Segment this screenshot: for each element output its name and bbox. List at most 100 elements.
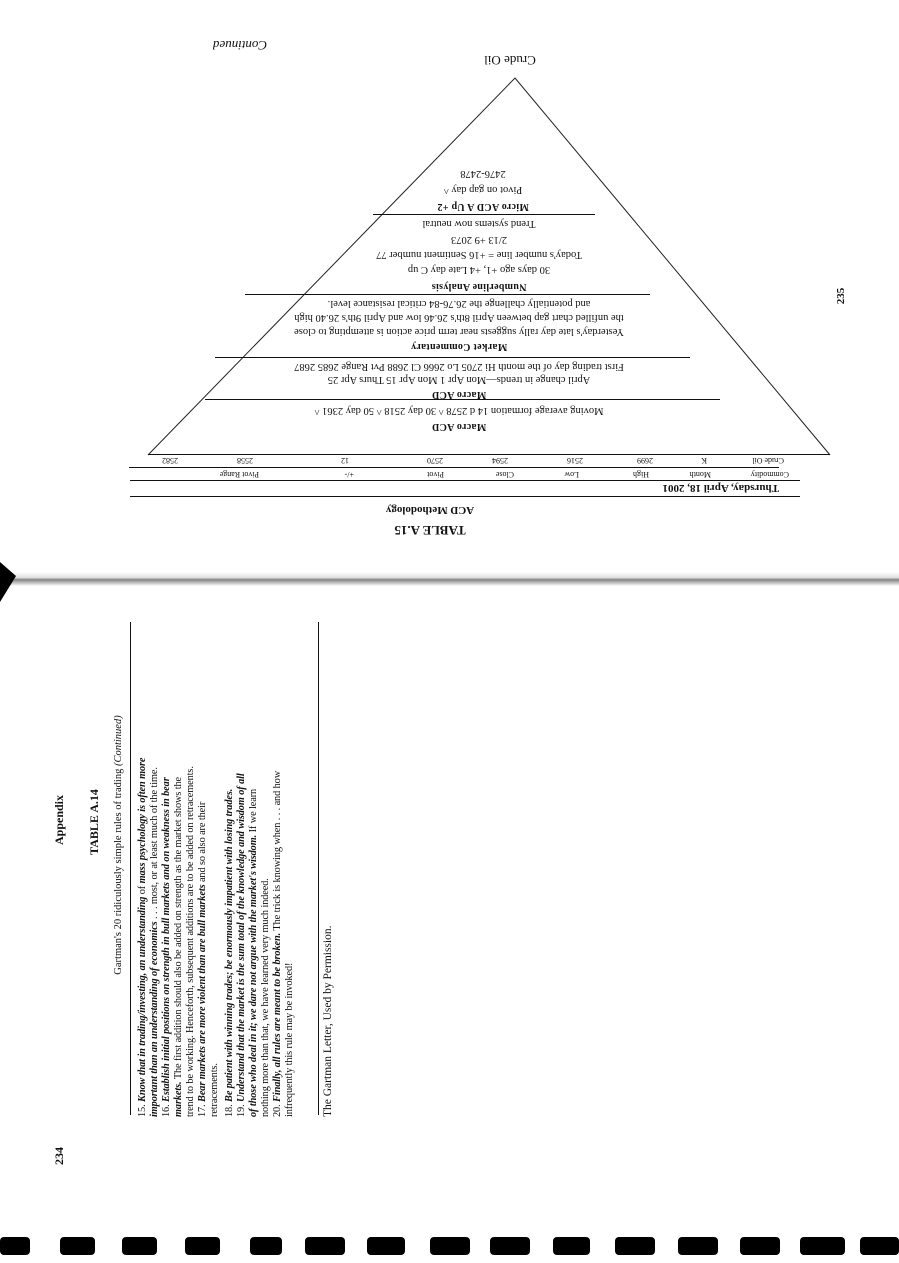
rule-line: retracements. [209, 1063, 220, 1117]
table-date: Thursday, April 18, 2001 [662, 482, 779, 494]
edge-mark [60, 1237, 95, 1255]
rule-line: markets. The first addition should also … [173, 777, 184, 1117]
body-text: 16. [161, 1101, 172, 1117]
edge-mark [615, 1237, 655, 1255]
body-text: nothing more than that, we have learned … [260, 878, 271, 1117]
header-month: Month [689, 470, 711, 479]
section-text: Trend systems now neutral [422, 218, 536, 229]
divider [215, 357, 690, 358]
table-subtitle: ACD Methodology [385, 504, 475, 516]
rule-line: 17. Bear markets are more violent than a… [197, 802, 208, 1117]
source-note: The Gartman Letter, Used by Permission. [322, 925, 334, 1117]
continued-label: Continued [212, 38, 268, 53]
body-text: The first addition should also be added … [173, 776, 184, 1082]
table-title: TABLE A.15 [394, 523, 466, 538]
edge-mark [430, 1237, 470, 1255]
body-text: If we learn [248, 788, 259, 835]
caption-text: Gartman's 20 ridiculously simple rules o… [113, 768, 124, 975]
divider [245, 294, 650, 295]
section-title: Macro ACD [431, 389, 487, 400]
edge-mark [367, 1237, 405, 1255]
emphasis-text: of those who deal in it; we dare not arg… [248, 834, 259, 1117]
divider [130, 496, 800, 497]
header-close: Close [495, 470, 514, 479]
cell: 2582 [162, 456, 178, 465]
body-text: 19. [236, 1101, 247, 1117]
body-text: 17. [197, 1101, 208, 1117]
rule-line: 20. Finally, all rules are meant to be b… [272, 771, 283, 1117]
edge-mark [678, 1237, 718, 1255]
section-title: Numberline Analysis [431, 281, 527, 292]
cell: 2570 [427, 456, 443, 465]
divider [130, 622, 131, 1115]
header-plus-minus: +/- [344, 470, 354, 479]
emphasis-text: mass psychology is often more [137, 757, 148, 884]
section-title: Market Commentary [410, 341, 508, 352]
section-text: Pivot on gap day ^ [443, 184, 523, 195]
body-text: . . . most, or at least much of the time… [149, 767, 160, 922]
header-high: High [633, 470, 649, 479]
edge-mark [800, 1237, 845, 1255]
page-234: 234 Appendix TABLE A.14 Gartman's 20 rid… [0, 593, 899, 1263]
edge-mark [490, 1237, 530, 1255]
emphasis-text: markets. [173, 1081, 184, 1117]
cell: 12 [341, 456, 349, 465]
page-gutter-shadow [0, 572, 899, 586]
body-text: retracements. [209, 1063, 220, 1117]
divider [148, 454, 830, 455]
emphasis-text: important than an understanding of econo… [149, 921, 160, 1117]
emphasis-text: Finally, all rules are meant to be broke… [272, 932, 283, 1102]
cell: 2594 [492, 456, 508, 465]
body-text: and so also are their [197, 801, 208, 885]
emphasis-text: Be patient with winning trades; be enorm… [224, 788, 235, 1102]
section-text: Today's number line = +16 Sentiment numb… [376, 249, 582, 260]
edge-mark [860, 1237, 899, 1255]
divider [130, 480, 800, 481]
body-text: 18. [224, 1101, 235, 1117]
rule-line: 15. Know that in trading/investing, an u… [137, 758, 148, 1117]
section-text: April change in trends—Mon Apr 1 Mon Apr… [327, 374, 591, 385]
section-title: Micro ACD A Up +2 [437, 201, 529, 212]
body-text: of [137, 883, 148, 897]
divider [318, 622, 319, 1115]
table-title: TABLE A.14 [87, 789, 101, 855]
section-text: Yesterday's late day rally suggests near… [294, 326, 624, 337]
body-text: 15. [137, 1101, 148, 1117]
rule-line: nothing more than that, we have learned … [260, 878, 271, 1117]
edge-mark [740, 1237, 780, 1255]
edge-mark [553, 1237, 590, 1255]
body-text: trend to be working. Henceforth, subsequ… [185, 766, 196, 1117]
divider [129, 467, 779, 468]
rule-line: 16. Establish initial positions on stren… [161, 777, 172, 1117]
edge-mark [0, 1237, 30, 1255]
rule-line: infrequently this rule may be invoked! [284, 963, 295, 1117]
body-text: infrequently this rule may be invoked! [284, 962, 295, 1117]
body-text: 20. [272, 1101, 283, 1117]
section-text: 2/13 +9 2073 [450, 234, 508, 245]
cell: Crude Oil [752, 456, 784, 465]
rule-line: of those who deal in it; we dare not arg… [248, 789, 259, 1117]
page-235: TABLE A.15 ACD Methodology Thursday, Apr… [0, 0, 899, 590]
caption-suffix: (Continued) [113, 715, 124, 767]
header-pivot: Pivot [427, 470, 444, 479]
edge-mark [305, 1237, 345, 1255]
header-pivot-range: Pivot Range [219, 470, 259, 479]
running-head: Appendix [52, 794, 66, 846]
emphasis-text: Bear markets are more violent than are b… [197, 884, 208, 1102]
page-number: 234 [52, 1147, 66, 1165]
divider [373, 214, 595, 215]
rule-line: trend to be working. Henceforth, subsequ… [185, 766, 196, 1117]
section-text: 30 days ago +1, +4 Late day C up [407, 264, 551, 275]
body-text: The trick is knowing when . . . and how [272, 770, 283, 933]
cell: 2516 [567, 456, 583, 465]
cell: 2699 [637, 456, 653, 465]
rule-line: 19. Understand that the market is the su… [236, 773, 247, 1117]
section-text: First trading day of the month Hi 2705 L… [294, 361, 624, 372]
section-text: Moving average formation 14 d 2578 ^ 30 … [314, 405, 604, 416]
edge-mark [122, 1237, 157, 1255]
page-number: 235 [834, 287, 847, 305]
header-low: Low [564, 470, 579, 479]
edge-mark [250, 1237, 282, 1255]
section-text: and potentially challenge the 26.76-84 c… [327, 298, 591, 309]
header-commodity: Commodity [750, 470, 789, 479]
